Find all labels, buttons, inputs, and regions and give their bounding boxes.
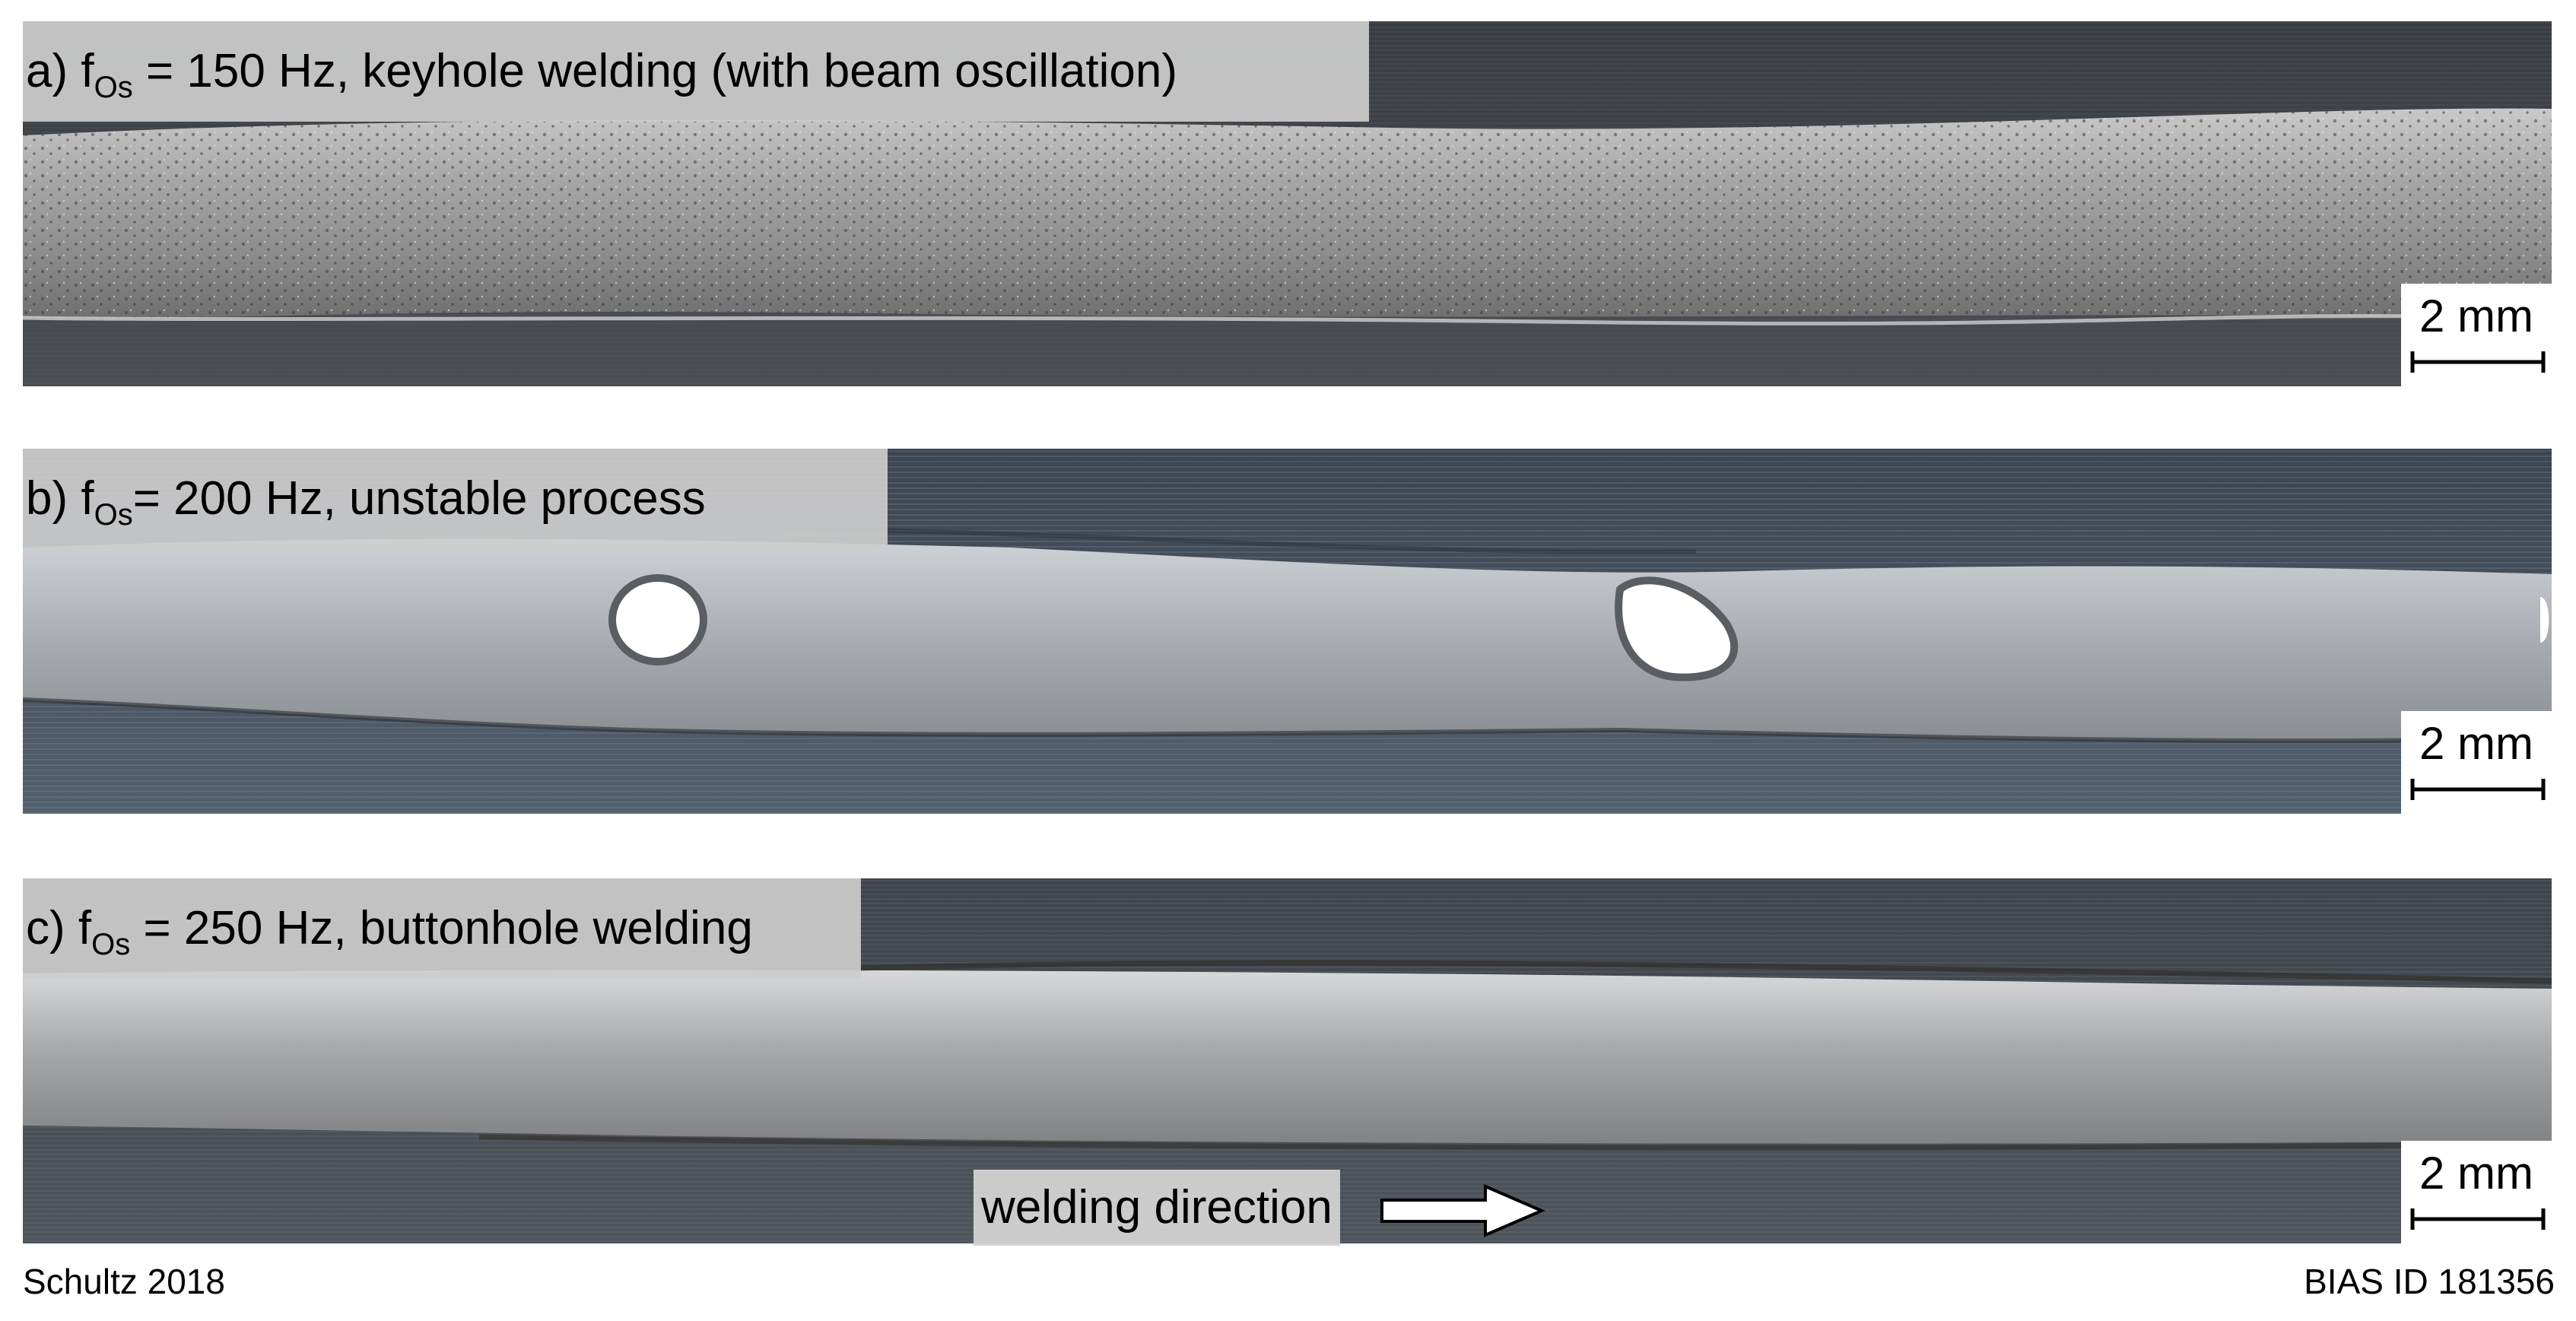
panel-a-caption: a) fOs = 150 Hz, keyhole welding (with b… xyxy=(23,21,1369,122)
panel-c-caption: c) fOs = 250 Hz, buttonhole welding xyxy=(23,878,861,979)
weld-panel-b: b) fOs= 200 Hz, unstable process 2 mm xyxy=(23,449,2552,814)
author-credit: Schultz 2018 xyxy=(23,1262,225,1301)
scale-bar-label: 2 mm xyxy=(2419,291,2533,341)
scale-bar-icon xyxy=(2410,1208,2546,1230)
scale-bar-icon xyxy=(2410,779,2546,800)
scale-bar-c: 2 mm xyxy=(2401,1141,2552,1243)
welding-direction: welding direction xyxy=(974,1170,1552,1246)
scale-bar-label: 2 mm xyxy=(2419,718,2533,769)
panel-b-caption: b) fOs= 200 Hz, unstable process xyxy=(23,449,888,549)
scale-bar-label: 2 mm xyxy=(2419,1148,2533,1199)
welding-direction-label: welding direction xyxy=(974,1170,1340,1246)
scale-bar-b: 2 mm xyxy=(2401,711,2552,814)
scale-bar-icon xyxy=(2410,351,2546,373)
image-id: BIAS ID 181356 xyxy=(2304,1262,2555,1301)
weld-panel-a: a) fOs = 150 Hz, keyhole welding (with b… xyxy=(23,21,2552,386)
weld-panel-c: c) fOs = 250 Hz, buttonhole welding 2 mm xyxy=(23,878,2552,1243)
arrow-right-icon xyxy=(1380,1183,1546,1238)
scale-bar-a: 2 mm xyxy=(2401,284,2552,386)
